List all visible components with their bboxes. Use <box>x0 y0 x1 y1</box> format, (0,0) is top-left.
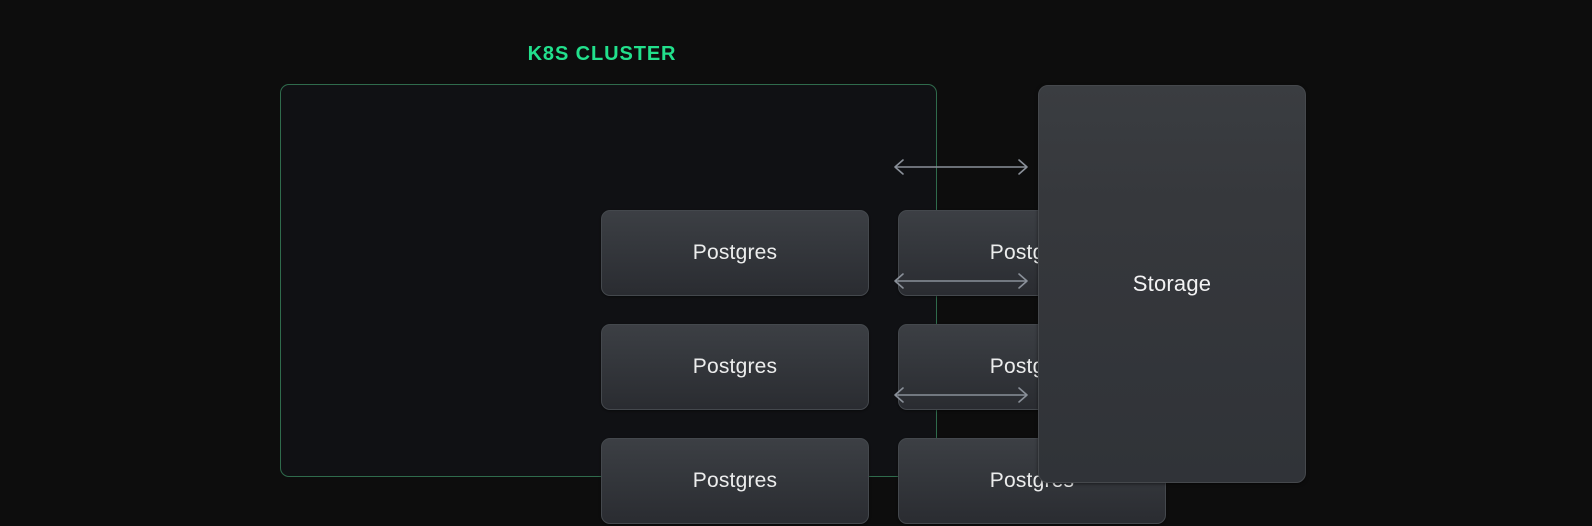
postgres-node[interactable]: Postgres <box>601 210 869 296</box>
bidirectional-arrow-icon <box>894 273 1028 289</box>
postgres-node-label: Postgres <box>692 241 778 264</box>
bidirectional-arrow-icon <box>894 159 1028 175</box>
k8s-cluster-container: Postgres Postgres Postgres Postgres Post… <box>280 84 1166 524</box>
storage-node-label: Storage <box>1132 271 1212 296</box>
cluster-title: K8S CLUSTER <box>527 43 677 65</box>
postgres-node[interactable]: Postgres <box>601 324 869 410</box>
postgres-node-label: Postgres <box>692 355 778 378</box>
postgres-node[interactable]: Postgres <box>898 438 1166 524</box>
postgres-node-label: Postgres <box>692 469 778 492</box>
storage-node[interactable]: Storage <box>1038 85 1306 483</box>
postgres-node[interactable]: Postgres <box>601 438 869 524</box>
bidirectional-arrow-icon <box>894 387 1028 403</box>
